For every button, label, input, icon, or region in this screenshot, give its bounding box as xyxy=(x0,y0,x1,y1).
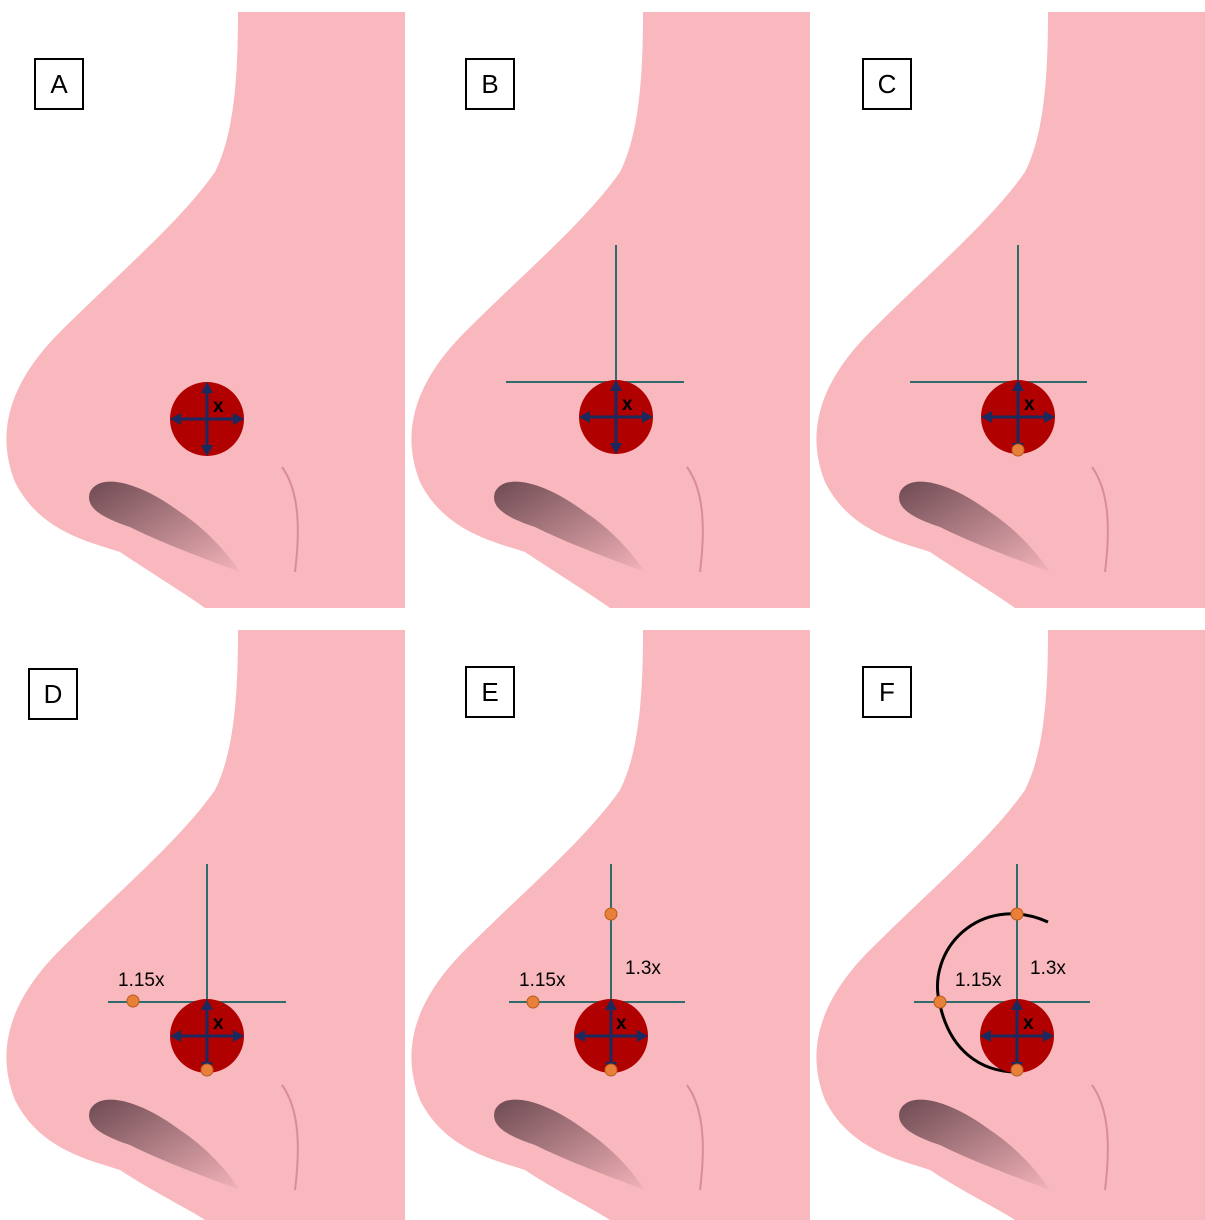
lateral-point xyxy=(934,996,946,1008)
lateral-annotation: 1.15x xyxy=(955,970,1001,992)
panel-a: A x xyxy=(0,12,405,608)
diameter-label: x xyxy=(1024,394,1035,416)
lesion-marker xyxy=(0,12,405,608)
lesion-marker xyxy=(405,630,810,1220)
superior-point xyxy=(1011,908,1023,920)
lateral-annotation: 1.15x xyxy=(118,970,164,992)
superior-annotation: 1.3x xyxy=(1030,958,1066,980)
lateral-point xyxy=(527,996,539,1008)
diameter-label: x xyxy=(213,396,224,418)
superior-point xyxy=(605,908,617,920)
inferior-point xyxy=(1011,1064,1023,1076)
panel-f: F x 1.15x 1.3x xyxy=(810,630,1205,1220)
panel-e: E x 1.15x 1.3x xyxy=(405,630,810,1220)
inferior-point xyxy=(605,1064,617,1076)
superior-annotation: 1.3x xyxy=(625,958,661,980)
diameter-label: x xyxy=(616,1013,627,1035)
diameter-label: x xyxy=(213,1013,224,1035)
lateral-point xyxy=(127,995,139,1007)
diameter-label: x xyxy=(622,394,633,416)
panel-b: B x xyxy=(405,12,810,608)
panel-d: D x 1.15x xyxy=(0,630,405,1220)
diameter-label: x xyxy=(1023,1013,1034,1035)
lesion-marker xyxy=(810,630,1205,1220)
inferior-point xyxy=(201,1064,213,1076)
lesion-marker xyxy=(405,12,810,608)
lateral-annotation: 1.15x xyxy=(519,970,565,992)
inferior-point xyxy=(1012,444,1024,456)
lesion-marker xyxy=(810,12,1205,608)
panel-c: C x xyxy=(810,12,1205,608)
lesion-marker xyxy=(0,630,405,1220)
